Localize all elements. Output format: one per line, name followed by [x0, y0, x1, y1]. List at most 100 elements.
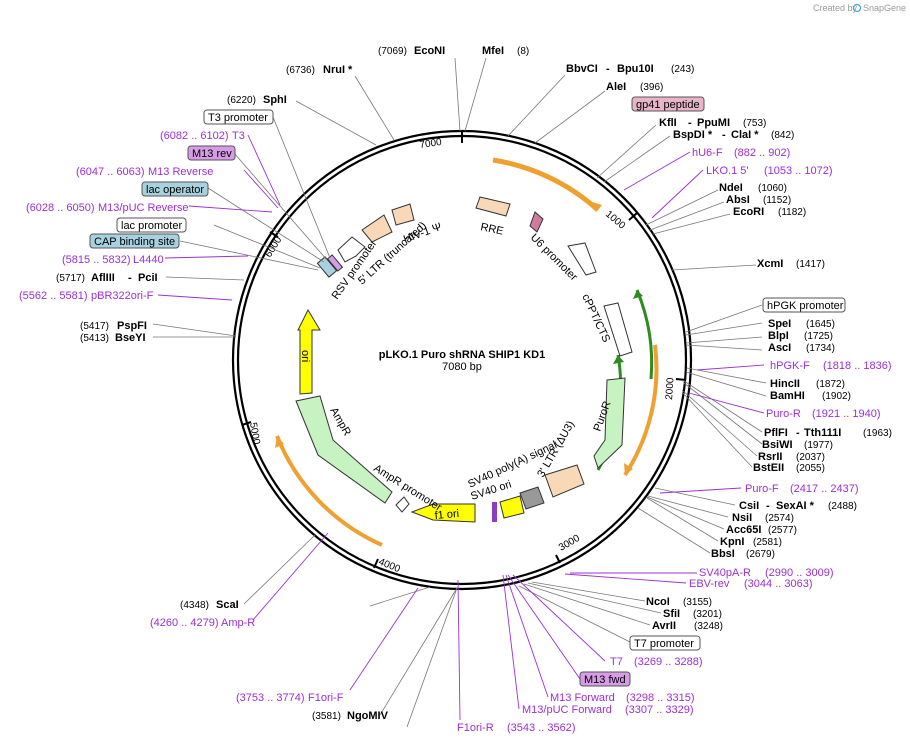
- snapgene-icon: [852, 3, 862, 13]
- enzyme-bsteii[interactable]: BstEII: [753, 462, 784, 474]
- enzyme-tth111i[interactable]: Tth111I: [804, 427, 841, 439]
- enzyme-avrii-pos: (3248): [694, 621, 723, 632]
- primer-t7-range: (3269 .. 3288): [634, 656, 703, 668]
- primer-puror-range: (1921 .. 1940): [812, 408, 881, 420]
- enzyme-bspdi-pos: (842): [771, 130, 794, 141]
- enzyme-bbsi[interactable]: BbsI: [711, 548, 735, 560]
- enzyme-xcmi[interactable]: XcmI: [757, 258, 783, 270]
- enzyme-bbvci-pos: (243): [671, 64, 694, 75]
- hiv-feature: [391, 203, 415, 226]
- primer-sv40par[interactable]: SV40pA-R: [699, 567, 751, 579]
- primer-ebvrev[interactable]: EBV-rev: [689, 578, 730, 590]
- enzyme-mfei-pos: (8): [517, 46, 529, 57]
- enzyme-afliii-pos: (5717): [56, 273, 85, 284]
- primer-m13fwd[interactable]: M13 Forward: [550, 692, 615, 704]
- enzyme-sexai-dash: -: [766, 500, 770, 512]
- sv40ori-feature: [499, 495, 525, 519]
- enzyme-ncoi[interactable]: NcoI: [646, 596, 670, 608]
- enzyme-bsiwi[interactable]: BsiWI: [762, 439, 793, 451]
- enzyme-bpu10i[interactable]: Bpu10I: [617, 63, 654, 75]
- enzyme-ncoi-pos: (3155): [683, 597, 712, 608]
- ori-label: ori: [299, 350, 311, 362]
- enzyme-sfii[interactable]: SfiI: [663, 608, 680, 620]
- enzyme-nsii[interactable]: NsiI: [732, 512, 752, 524]
- enzyme-clai[interactable]: ClaI *: [731, 129, 759, 141]
- primer-purof[interactable]: Puro-F: [745, 483, 779, 495]
- enzyme-absi[interactable]: AbsI: [726, 194, 750, 206]
- primer-lko[interactable]: LKO.1 5': [706, 165, 748, 177]
- enzyme-spei[interactable]: SpeI: [768, 318, 791, 330]
- enzyme-avrii[interactable]: AvrII: [652, 620, 676, 632]
- tick-1000: 1000: [603, 209, 627, 232]
- enzyme-bamhi[interactable]: BamHI: [770, 390, 805, 402]
- primer-l4440[interactable]: L4440: [133, 254, 164, 266]
- primer-t7[interactable]: T7: [610, 656, 623, 668]
- enzyme-nrui[interactable]: NruI *: [323, 64, 353, 76]
- tick-5000: 5000: [247, 422, 262, 446]
- enzyme-econi[interactable]: EcoNI: [414, 45, 445, 57]
- enzyme-scai[interactable]: ScaI: [216, 599, 239, 611]
- enzyme-nrui-pos: (6736): [286, 65, 315, 76]
- t3-label: T3 promoter: [208, 112, 268, 124]
- primer-hu6f-range: (882 .. 902): [734, 147, 790, 159]
- primer-m13rev[interactable]: M13 Reverse: [148, 166, 213, 178]
- cppt-label: cPPT/CTS: [579, 292, 612, 344]
- orange-arc-right-head: [624, 463, 633, 475]
- enzyme-csii[interactable]: CsiI: [739, 500, 759, 512]
- primer-m13puc-rev[interactable]: M13/pUC Reverse: [98, 202, 188, 214]
- primer-m13puc-fwd[interactable]: M13/pUC Forward: [522, 704, 612, 716]
- enzyme-bbvci[interactable]: BbvCI: [566, 63, 598, 75]
- enzyme-ndei[interactable]: NdeI: [719, 182, 743, 194]
- enzyme-acc65i[interactable]: Acc65I: [726, 524, 761, 536]
- enzyme-hincii[interactable]: HincII: [770, 378, 800, 390]
- t3-box: [203, 109, 274, 125]
- tick-marks: [241, 131, 687, 569]
- enzyme-afliii[interactable]: AflIII: [91, 272, 115, 284]
- enzyme-bseyi-pos: (5413): [80, 333, 109, 344]
- enzyme-sphi[interactable]: SphI: [263, 94, 287, 106]
- enzyme-sexai[interactable]: SexAI *: [776, 500, 815, 512]
- enzyme-rsrii[interactable]: RsrII: [758, 451, 782, 463]
- enzyme-bseyi[interactable]: BseYI: [115, 332, 146, 344]
- enzyme-bsteii-pos: (2055): [796, 463, 825, 474]
- enzyme-blpi[interactable]: BlpI: [768, 330, 789, 342]
- primer-m13puc-fwd-range: (3307 .. 3329): [625, 704, 694, 716]
- rsv-feature: [337, 236, 366, 263]
- enzyme-pcii[interactable]: PciI: [138, 272, 158, 284]
- primer-pbr[interactable]: pBR322ori-F: [91, 290, 154, 302]
- primer-hpgkf[interactable]: hPGK-F: [770, 360, 810, 372]
- enzyme-mfei[interactable]: MfeI: [482, 45, 504, 57]
- primer-f1orif[interactable]: F1ori-F: [308, 692, 344, 704]
- primer-t3[interactable]: T3: [232, 130, 245, 142]
- t7-label: T7 promoter: [634, 638, 694, 650]
- enzyme-csii-pos: (2488): [828, 501, 857, 512]
- enzyme-pcii-dash: -: [128, 272, 132, 284]
- enzyme-pspfi[interactable]: PspFI: [117, 320, 147, 332]
- enzyme-ecori-pos: (1182): [778, 207, 806, 218]
- ampr-feature: [295, 395, 393, 504]
- orange-arc-left: [275, 435, 383, 547]
- primer-ampr[interactable]: Amp-R: [221, 617, 255, 629]
- primer-hu6f[interactable]: hU6-F: [692, 147, 723, 159]
- enzyme-asci[interactable]: AscI: [768, 342, 791, 354]
- hpgk-box: [762, 297, 846, 313]
- primer-m13rev-range: (6047 .. 6063): [76, 166, 145, 178]
- enzyme-pflfi[interactable]: PflFI: [764, 427, 788, 439]
- primer-puror[interactable]: Puro-R: [766, 408, 801, 420]
- lacop-box: [141, 181, 209, 197]
- enzyme-ppumi[interactable]: PpuMI: [697, 117, 730, 129]
- primer-f1orir[interactable]: F1ori-R: [457, 722, 494, 734]
- enzyme-sfii-pos: (3201): [693, 609, 722, 620]
- credit-created-by: Created by: [813, 3, 858, 13]
- enzyme-ecori[interactable]: EcoRI: [733, 206, 764, 218]
- enzyme-alei[interactable]: AleI: [606, 81, 626, 93]
- f1ori-label: f1 ori: [434, 508, 459, 522]
- puror-feature: [593, 377, 626, 469]
- enzyme-kfli[interactable]: KflI: [659, 117, 677, 129]
- tick-6000: 6000: [263, 235, 284, 260]
- sv40pa-feature: [519, 486, 545, 510]
- enzyme-bspdi[interactable]: BspDI *: [673, 129, 713, 141]
- enzyme-kpni[interactable]: KpnI: [720, 536, 744, 548]
- enzyme-naei[interactable]: NgoMIV: [347, 710, 389, 722]
